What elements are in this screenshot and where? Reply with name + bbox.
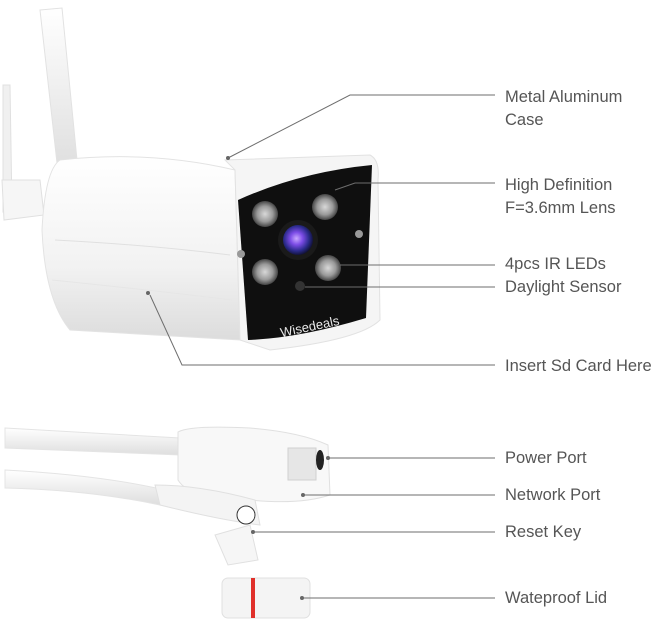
callout-daylight-sensor: Daylight Sensor	[505, 278, 622, 296]
callout-ir-leds: 4pcs IR LEDs	[505, 255, 606, 273]
antenna	[1, 7, 79, 221]
callout-network-port: Network Port	[505, 486, 601, 504]
callout-waterproof-lid: Wateproof Lid	[505, 589, 608, 607]
leader-lines	[149, 94, 495, 599]
callout-metal-case: Metal Aluminum Case	[505, 88, 623, 129]
camera-body: Wisedeals	[41, 154, 381, 351]
cable-assembly	[4, 426, 331, 619]
callout-power-port: Power Port	[505, 449, 587, 467]
callout-sd-card: Insert Sd Card Here	[505, 357, 652, 375]
leader-dots	[146, 156, 330, 600]
callout-reset-key: Reset Key	[505, 523, 582, 541]
callout-hd-lens: High Definition F=3.6mm Lens	[505, 176, 616, 217]
